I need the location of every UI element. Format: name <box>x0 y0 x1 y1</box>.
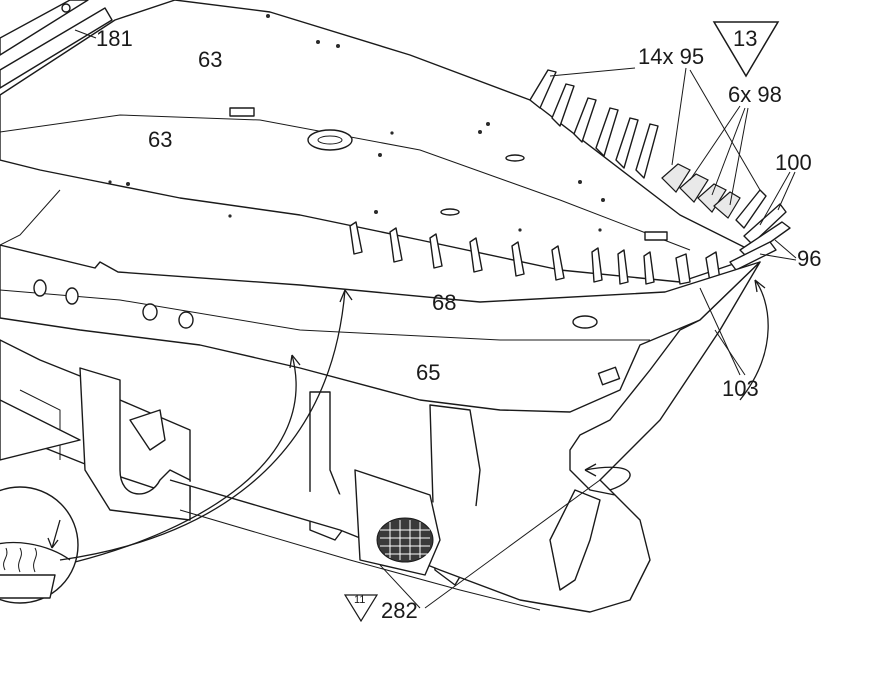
label-96: 96 <box>797 246 822 271</box>
leader-lines <box>74 29 797 609</box>
label-65: 65 <box>416 360 441 385</box>
stanchions-95 <box>529 69 659 179</box>
step-11-triangle-icon <box>344 594 378 622</box>
label-100: 100 <box>775 150 812 175</box>
brackets-98 <box>661 163 791 271</box>
step-13-number: 13 <box>733 26 758 51</box>
lower-stanchions <box>349 221 721 285</box>
step-13-triangle-icon <box>712 21 780 78</box>
label-282: 282 <box>381 598 418 623</box>
label-63-lower: 63 <box>148 127 173 152</box>
frame-181 <box>0 0 113 89</box>
glue-detail-callout <box>0 486 79 604</box>
assembly-arrows <box>59 279 769 563</box>
deck-plate-63 <box>0 0 761 283</box>
label-68: 68 <box>432 290 457 315</box>
label-103: 103 <box>722 376 759 401</box>
label-98: 6x 98 <box>728 82 782 107</box>
step-11-number: 11 <box>354 594 366 606</box>
label-181: 181 <box>96 26 133 51</box>
keel-bow <box>169 261 761 613</box>
bow-thruster-282 <box>354 469 441 576</box>
label-95: 14x 95 <box>638 44 705 69</box>
side-panels-68-65 <box>0 189 761 413</box>
label-63-upper: 63 <box>198 47 223 72</box>
